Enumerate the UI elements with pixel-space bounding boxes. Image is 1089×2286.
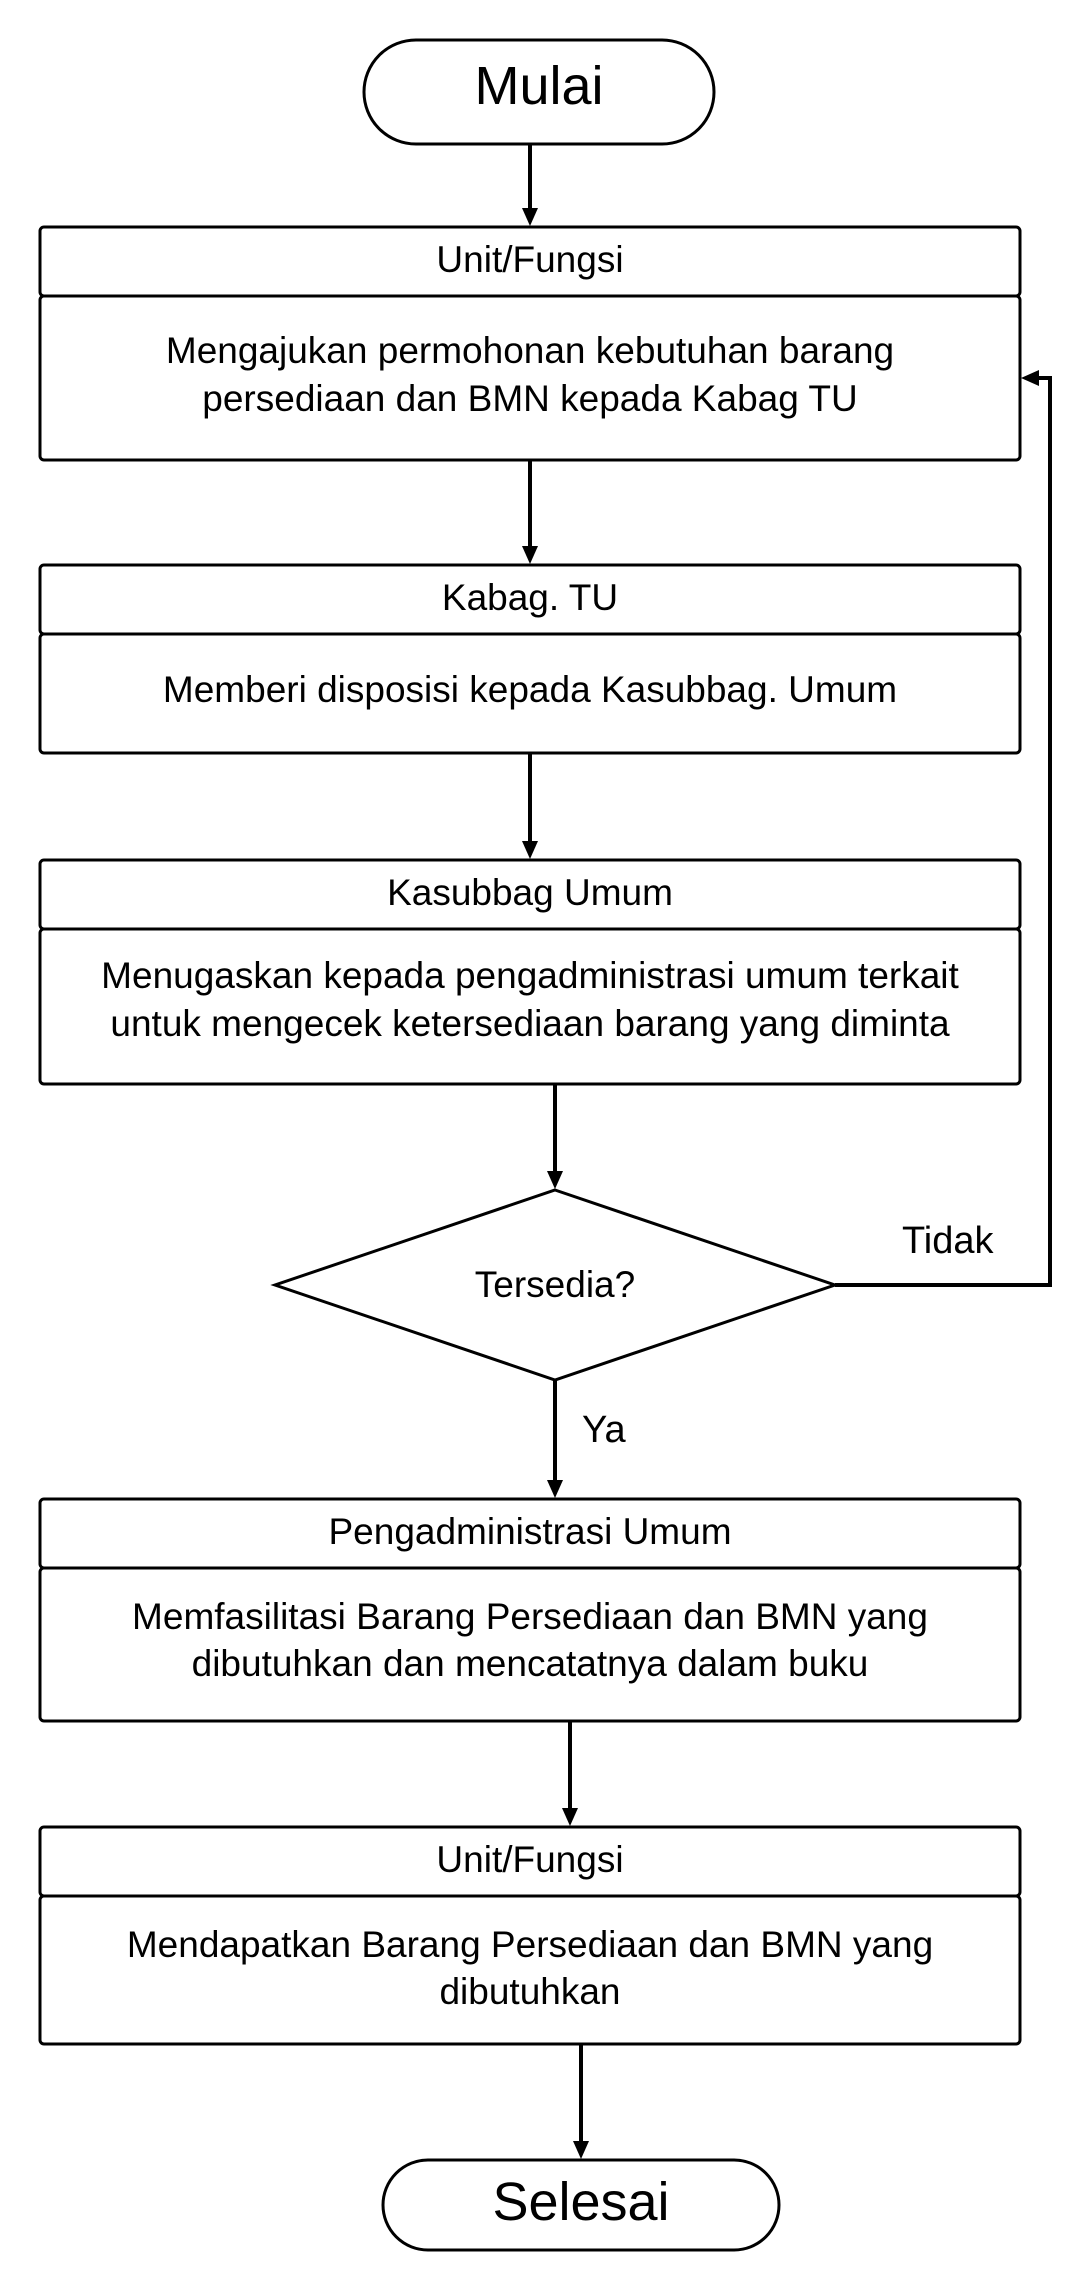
step-5-body-box: [38, 1894, 1022, 2046]
arrow-decision-no-loop: [835, 376, 1052, 1287]
step-1-actor: Unit/Fungsi: [436, 239, 623, 280]
arrowhead-step-2: [522, 546, 538, 564]
step-5-text-line-1: Mendapatkan Barang Persediaan dan BMN ya…: [127, 1924, 933, 1965]
step-5-actor: Unit/Fungsi: [436, 1839, 623, 1880]
arrowhead-decision: [547, 1171, 563, 1189]
step-4-actor: Pengadministrasi Umum: [328, 1511, 731, 1552]
step-3-text-line-1: Menugaskan kepada pengadministrasi umum …: [101, 955, 959, 996]
step-1-text-line-1: Mengajukan permohonan kebutuhan barang: [166, 330, 894, 371]
step-3-text-line-2: untuk mengecek ketersediaan barang yang …: [110, 1003, 950, 1044]
arrowhead-step-5: [562, 1808, 578, 1826]
step-2-text-line-1: Memberi disposisi kepada Kasubbag. Umum: [163, 669, 897, 710]
step-3-actor: Kasubbag Umum: [387, 872, 673, 913]
arrowhead-step-1: [522, 208, 538, 226]
step-4-body-box: [38, 1566, 1022, 1723]
edge-label-no: Tidak: [902, 1220, 995, 1262]
process-step-3: Kasubbag Umum Menugaskan kepada pengadmi…: [38, 858, 1022, 1086]
process-step-2: Kabag. TU Memberi disposisi kepada Kasub…: [38, 563, 1022, 755]
process-step-5: Unit/Fungsi Mendapatkan Barang Persediaa…: [38, 1825, 1022, 2046]
start-label: Mulai: [474, 56, 603, 116]
step-4-text-line-2: dibutuhkan dan mencatatnya dalam buku: [192, 1643, 869, 1684]
edge-label-yes: Ya: [582, 1409, 627, 1451]
arrowhead-end: [573, 2141, 589, 2159]
step-1-text-line-2: persediaan dan BMN kepada Kabag TU: [202, 378, 857, 419]
end-label: Selesai: [492, 2172, 669, 2232]
step-5-text-line-2: dibutuhkan: [439, 1971, 620, 2012]
step-4-text-line-1: Memfasilitasi Barang Persediaan dan BMN …: [132, 1596, 928, 1637]
end-terminal: Selesai: [381, 2158, 781, 2252]
start-terminal: Mulai: [362, 38, 716, 146]
arrowhead-loop-back: [1021, 370, 1039, 386]
decision-label: Tersedia?: [475, 1264, 635, 1305]
process-step-1: Unit/Fungsi Mengajukan permohonan kebutu…: [38, 225, 1022, 462]
arrowhead-step-4: [547, 1480, 563, 1498]
arrowhead-step-3: [522, 841, 538, 859]
connectors: [522, 144, 1052, 2159]
step-3-body-box: [38, 927, 1022, 1086]
step-2-actor: Kabag. TU: [442, 577, 618, 618]
process-step-4: Pengadministrasi Umum Memfasilitasi Bara…: [38, 1497, 1022, 1723]
decision-node: Tersedia?: [270, 1188, 840, 1382]
